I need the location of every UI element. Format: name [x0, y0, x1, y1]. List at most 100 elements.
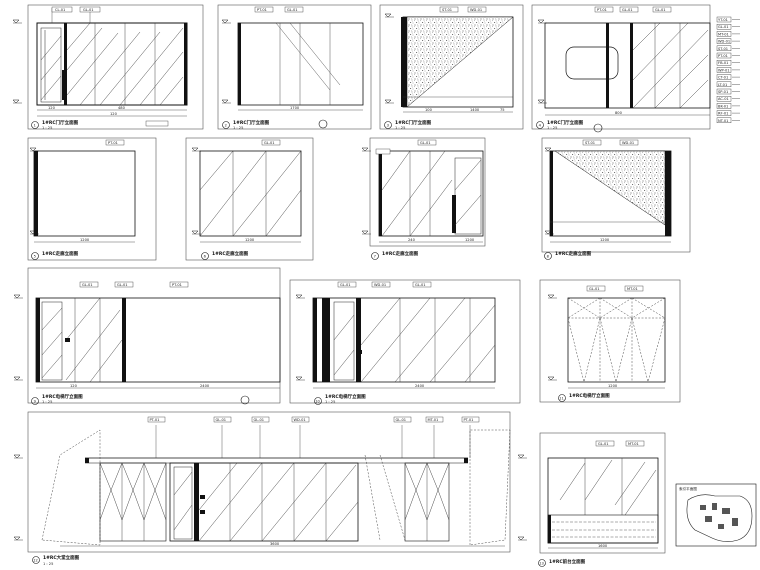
- level-markers: [12, 13, 557, 541]
- level-marker: [191, 230, 199, 235]
- legend-item: WP-01: [718, 68, 730, 72]
- tag-10-b: WD-01: [374, 283, 386, 287]
- legend-swatch: [716, 24, 732, 30]
- tag-3-b: WD-01: [470, 8, 482, 12]
- scale-4: 1 : 25: [547, 126, 557, 130]
- tag-2-a: PT-01: [257, 8, 267, 12]
- elev-num-10: 10: [315, 400, 320, 404]
- elev-num-3: 3: [387, 124, 389, 128]
- level-marker: [221, 19, 229, 24]
- tag-11-a: GL-01: [589, 287, 600, 291]
- level-marker: [547, 294, 555, 299]
- legend-item: RF-01: [718, 112, 728, 116]
- level-marker: [29, 147, 37, 152]
- elev-title-12: 1#RC大堂立面图: [43, 554, 80, 561]
- tag-8-b: WD-01: [622, 141, 634, 145]
- level-marker: [13, 454, 21, 459]
- dim-5: 1200: [80, 238, 90, 242]
- elev-title-2: 1#RC门厅立面图: [233, 119, 270, 126]
- elev-title-7: 1#RC走廊立面图: [382, 250, 419, 257]
- tag-12: GL-01: [396, 418, 407, 422]
- legend-swatch: [716, 45, 732, 51]
- level-marker: [517, 454, 525, 459]
- legend-item: NT-01: [718, 119, 728, 123]
- tag-13-b: MT-01: [628, 442, 639, 446]
- elev-num-1: 1: [34, 124, 36, 128]
- elev-title-3: 1#RC门厅立面图: [395, 119, 432, 126]
- elev-title-8: 1#RC走廊立面图: [555, 250, 592, 257]
- legend-item: SP-01: [718, 90, 728, 94]
- tag-10-c: GL-01: [415, 283, 426, 287]
- tag-box: [213, 416, 232, 423]
- dim-7-a: 240: [408, 238, 416, 242]
- tag-12: GL-01: [216, 418, 227, 422]
- dim-8: 1200: [600, 238, 610, 242]
- elevation-4: 800 PT-01 GL-01 GL-01 4 1#RC门厅立面图 1 : 25: [531, 4, 711, 133]
- tag-3-a: ST-01: [442, 8, 452, 12]
- level-marker: [517, 536, 525, 541]
- elevation-3: 100 1400 75 ST-01 WD-01 3 1#RC门厅立面图 1 : …: [379, 4, 524, 130]
- tag-box: [425, 416, 444, 423]
- elev-title-10: 1#RC电梯厅立面图: [325, 393, 366, 400]
- legend-swatch: [716, 74, 732, 80]
- scale-12: 1 : 25: [43, 562, 53, 566]
- elev-title-4: 1#RC门厅立面图: [547, 119, 584, 126]
- material-legend: YT-01GL-01MT-01WD-01ST-01PT-01FB-01WP-01…: [716, 16, 740, 124]
- dim-9-b: 2400: [200, 384, 210, 388]
- dim-3-a: 100: [425, 108, 433, 112]
- elev-num-8: 8: [547, 255, 550, 259]
- dim-12: 3600: [270, 542, 280, 546]
- level-marker: [544, 147, 552, 152]
- legend-item: WD-01: [718, 40, 730, 44]
- tag-9-c: PT-01: [172, 283, 182, 287]
- level-marker: [361, 230, 369, 235]
- elev-num-4: 4: [539, 124, 542, 128]
- dim-6: 1200: [245, 238, 255, 242]
- level-marker: [544, 230, 552, 235]
- elev-title-11: 1#RC电梯厅立面图: [569, 392, 610, 399]
- legend-swatch: [716, 52, 732, 59]
- elev-title-1: 1#RC门厅立面图: [42, 119, 79, 126]
- legend-item: CT-01: [718, 76, 728, 80]
- tag-box: [251, 416, 270, 423]
- tag-1-b: GL-01: [83, 8, 94, 12]
- elev-num-6: 6: [204, 255, 207, 259]
- legend-swatch: [716, 103, 732, 109]
- dim-4: 800: [615, 111, 623, 115]
- elevation-8: 1200 ST-01 WD-01 8 1#RC走廊立面图: [541, 137, 691, 260]
- tag-12: PT-01: [150, 418, 160, 422]
- legend-swatch: [716, 110, 732, 116]
- tag-6: GL-01: [264, 141, 275, 145]
- legend-swatch: [716, 38, 732, 44]
- legend-swatch: [716, 81, 732, 88]
- elevation-5: 1200 PT-01 5 1#RC走廊立面图: [27, 137, 157, 261]
- legend-swatch: [716, 67, 732, 73]
- tag-12: WD-01: [294, 418, 306, 422]
- level-marker: [537, 99, 545, 104]
- key-plan: 索引平面图: [675, 483, 757, 547]
- level-marker: [12, 99, 20, 104]
- elev-num-9: 9: [34, 400, 37, 404]
- dim-1-c: 120: [110, 112, 118, 116]
- tag-11-b: MT-01: [627, 287, 638, 291]
- tag-12: GL-01: [254, 418, 265, 422]
- level-marker: [547, 376, 555, 381]
- level-marker: [295, 294, 303, 299]
- tag-9-a: GL-01: [82, 283, 93, 287]
- elevation-2: 1700 PT-01 GL-01 2 1#RC门厅立面图 1 : 25: [217, 4, 372, 130]
- level-marker: [12, 19, 20, 24]
- elev-num-7: 7: [374, 255, 376, 259]
- tag-13-a: GL-01: [598, 442, 609, 446]
- tag-10-a: GL-01: [340, 283, 351, 287]
- tag-9-b: GL-01: [117, 283, 128, 287]
- level-marker: [384, 99, 392, 104]
- tag-12: MT-01: [428, 418, 439, 422]
- tag-8-a: ST-01: [585, 141, 595, 145]
- legend-swatch: [716, 88, 732, 95]
- scale-2: 1 : 25: [233, 126, 243, 130]
- legend-item: YT-01: [718, 18, 728, 22]
- elev-title-13: 1#RC前台立面图: [549, 558, 586, 565]
- elevation-13: 1600 GL-01 MT-01 13 1#RC前台立面图: [538, 432, 666, 567]
